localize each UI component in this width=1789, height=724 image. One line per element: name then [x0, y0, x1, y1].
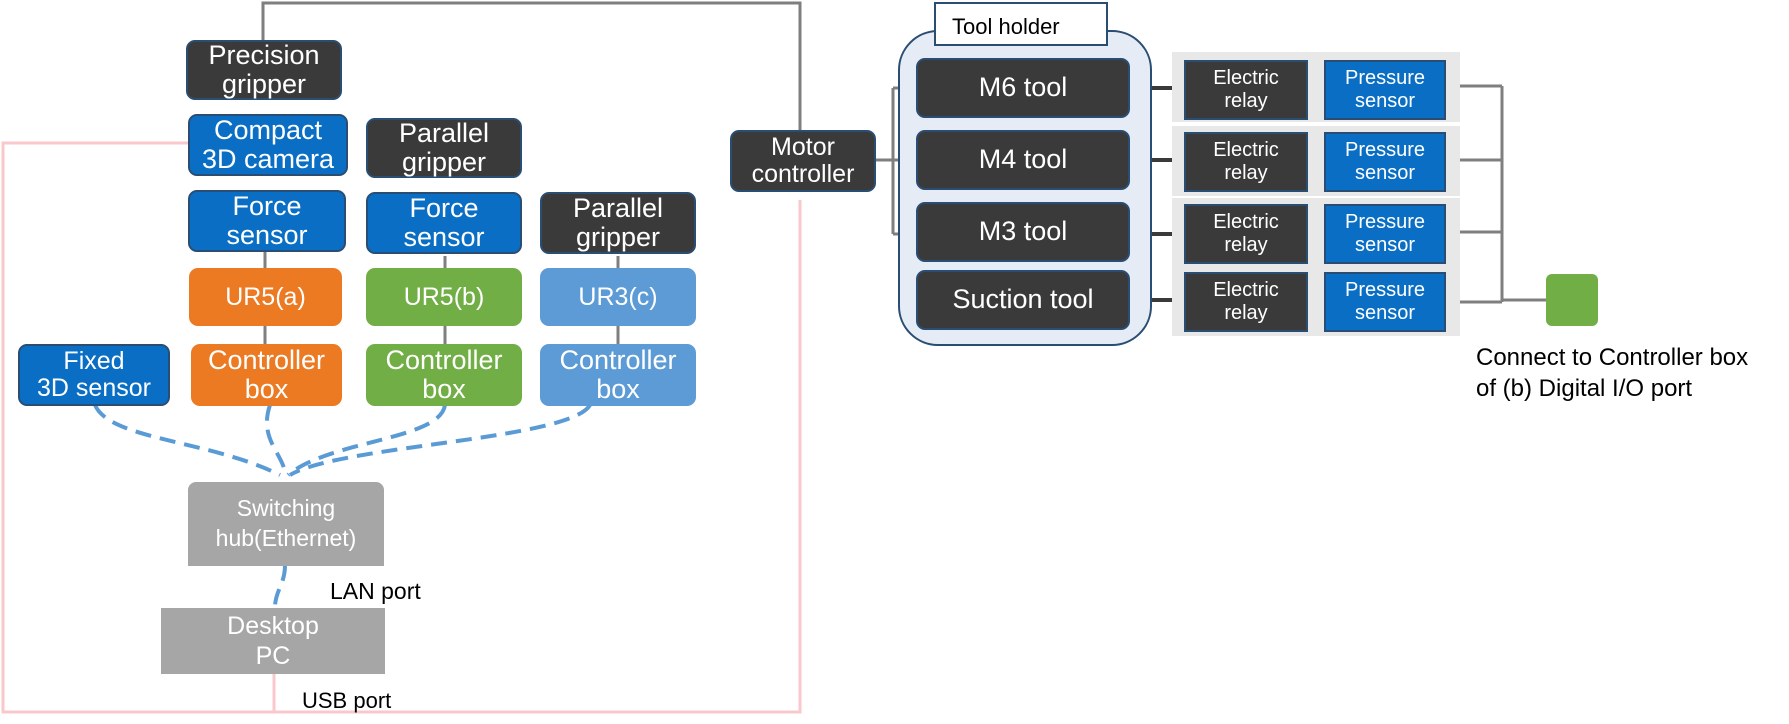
pressure-sensor-suction: Pressure sensor	[1324, 272, 1446, 332]
pressure-sensor-m6: Pressure sensor	[1324, 60, 1446, 120]
force-sensor-a: Force sensor	[188, 190, 346, 252]
controller-box-b: Controller box	[366, 344, 522, 406]
usb-cable	[1, 141, 802, 714]
electric-relay-m3: Electric relay	[1184, 204, 1308, 264]
m4-tool: M4 tool	[916, 130, 1130, 190]
electric-relay-suction: Electric relay	[1184, 272, 1308, 332]
m3-tool: M3 tool	[916, 202, 1130, 262]
m6-tool: M6 tool	[916, 58, 1130, 118]
ur5a-robot: UR5(a)	[189, 268, 342, 326]
parallel-gripper-b: Parallel gripper	[366, 118, 522, 178]
ur5b-robot: UR5(b)	[366, 268, 522, 326]
tool-holder-title: Tool holder	[934, 2, 1108, 46]
ethernet-lines	[93, 403, 592, 609]
connect-note: Connect to Controller box of (b) Digital…	[1476, 344, 1749, 403]
motor-controller: Motor controller	[730, 130, 876, 192]
lan-port-label: LAN port	[330, 578, 421, 604]
fixed-3d-sensor: Fixed 3D sensor	[18, 344, 170, 406]
switching-hub: Switching hub(Ethernet)	[188, 482, 384, 566]
precision-gripper: Precision gripper	[186, 40, 342, 100]
desktop-pc: Desktop PC	[161, 608, 385, 674]
force-sensor-b: Force sensor	[366, 192, 522, 254]
pressure-sensor-m3: Pressure sensor	[1324, 204, 1446, 264]
controller-box-a: Controller box	[191, 344, 342, 406]
suction-tool: Suction tool	[916, 270, 1130, 330]
controller-box-c: Controller box	[540, 344, 696, 406]
digital-io-connector	[1546, 274, 1598, 326]
electric-relay-m4: Electric relay	[1184, 132, 1308, 192]
pressure-sensor-m4: Pressure sensor	[1324, 132, 1446, 192]
electric-relay-m6: Electric relay	[1184, 60, 1308, 120]
gripper-to-motor-wire	[261, 1, 802, 130]
usb-port-label: USB port	[302, 688, 392, 713]
ur3c-robot: UR3(c)	[540, 268, 696, 326]
parallel-gripper-c: Parallel gripper	[540, 192, 696, 254]
compact-3d-camera: Compact 3D camera	[188, 114, 348, 176]
